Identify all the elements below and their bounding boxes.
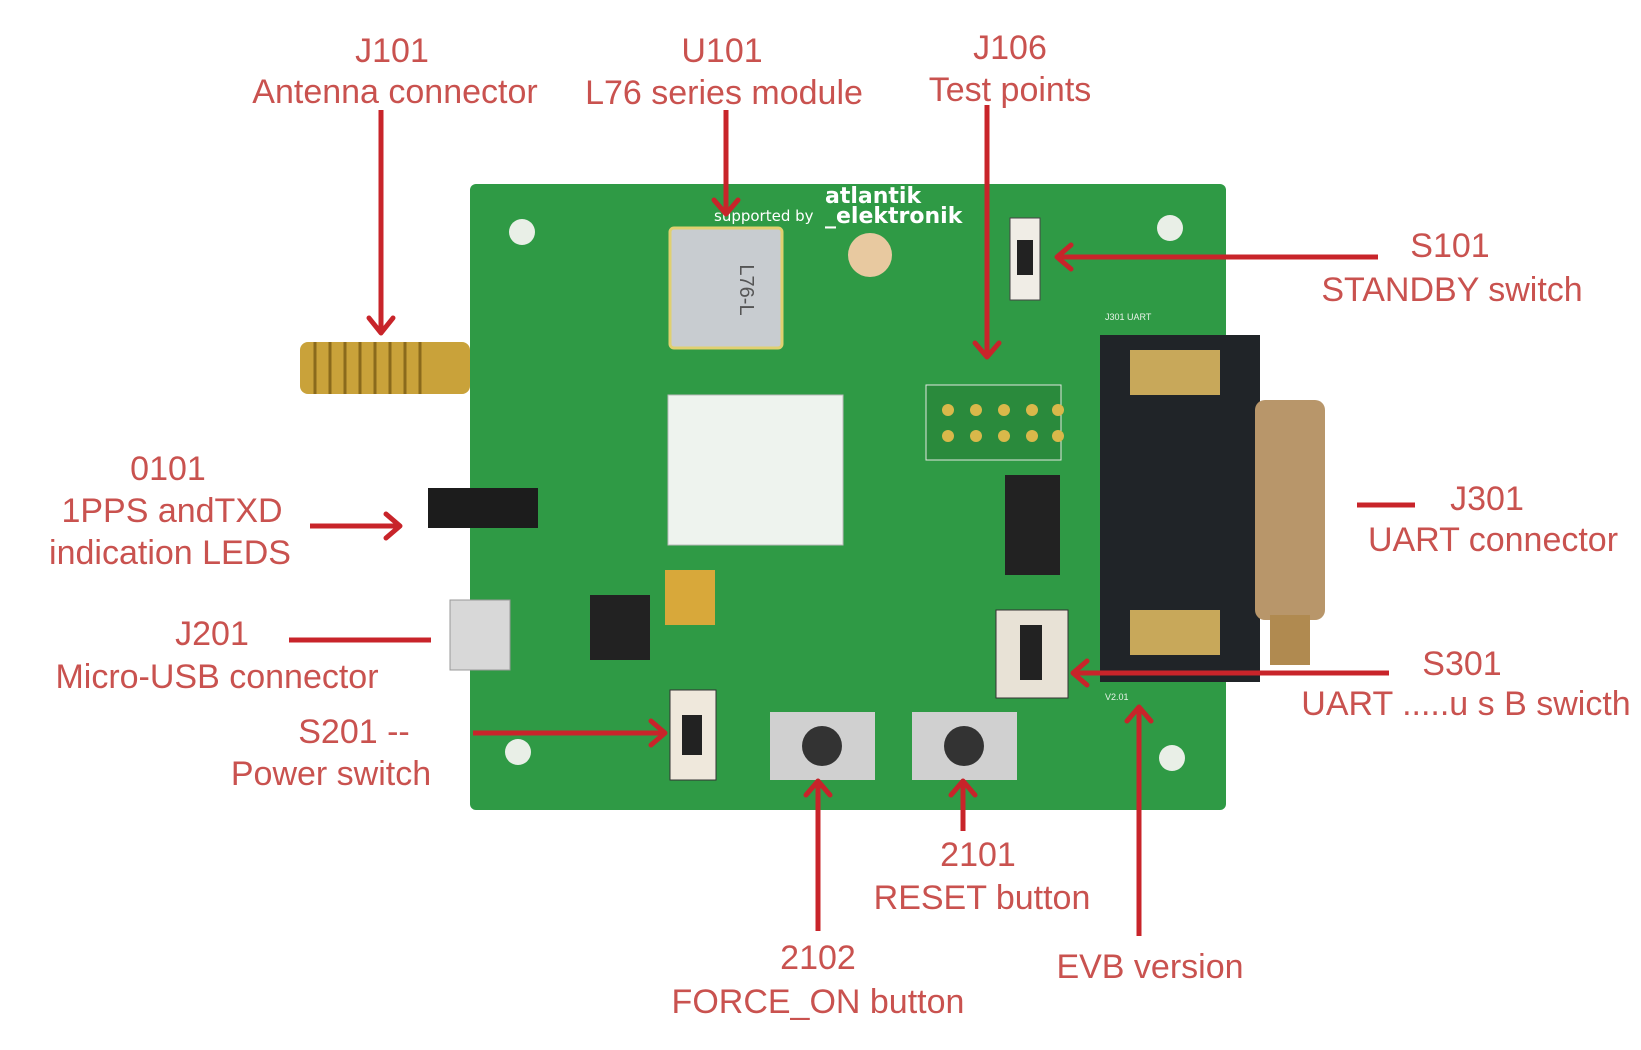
label-j201: J201 Micro-USB connector [55,615,378,696]
label-desc: EVB version [1056,948,1243,986]
label-desc: Antenna connector [252,73,537,111]
label-ref: J301 [1450,480,1524,518]
standby-switch-knob [1017,240,1033,275]
module-marking: L76-L [735,264,757,315]
label-ref: S101 [1410,227,1489,265]
label-ref: 0101 [130,450,206,488]
label-s301: S301 UART .....u s B swicth [1301,645,1630,723]
label-desc: UART .....u s B swicth [1301,685,1630,723]
test-point-header [925,384,1062,461]
label-ref: 2101 [940,836,1016,874]
db9-uart-connector [1100,335,1325,682]
label-desc: 1PPS andTXD [61,492,282,530]
label-desc: RESET button [874,879,1091,917]
uart-usb-switch-knob [1020,625,1042,680]
label-desc: L76 series module [585,74,863,112]
callout-arrows [289,105,1415,936]
label-s101: S101 STANDBY switch [1321,227,1582,309]
logo-brand-line2: _elektronik [825,204,964,229]
label-force-on-button: 2102 FORCE_ON button [672,939,965,1021]
label-ref: U101 [681,32,762,70]
gold-pad [665,570,715,625]
logo-supported-by: supported by [714,207,814,225]
label-desc: STANDBY switch [1321,271,1582,309]
label-desc: FORCE_ON button [672,983,965,1021]
atlantik-logo: supported by atlantik _elektronik [714,184,964,229]
label-ref: S201 -- [298,713,410,751]
mounting-holes [505,215,1185,771]
label-j106: J106 Test points [929,29,1092,109]
shield-can [667,394,844,546]
micro-usb-port [449,599,511,671]
label-ref: 2102 [780,939,856,977]
label-u101: U101 L76 series module [585,32,863,112]
label-desc: UART connector [1368,521,1618,559]
label-ref: J101 [355,32,429,70]
led-header [428,488,538,528]
test-point-pins [942,404,1064,442]
force-on-button-cap [802,726,842,766]
label-desc: indication LEDS [49,534,291,572]
label-evb-version: EVB version [1056,948,1243,986]
label-ref: J106 [973,29,1047,67]
usb-chip [590,595,650,660]
label-s201: S201 -- Power switch [231,713,431,793]
label-j301: J301 UART connector [1368,480,1618,559]
l76-module: L76-L [668,226,784,350]
label-desc: Power switch [231,755,431,793]
logo-brand-line1: atlantik [825,184,922,209]
uart-silkscreen: J301 UART [1105,312,1152,322]
reset-button-cap [944,726,984,766]
label-ref: J201 [175,615,249,653]
label-desc: Test points [929,71,1092,109]
power-switch-knob [682,715,702,755]
label-ref: S301 [1422,645,1501,683]
label-d101: 0101 1PPS andTXD indication LEDS [49,450,291,572]
version-marking: V2.01 [1105,692,1129,702]
backup-battery [848,233,892,277]
uart-chip [1005,475,1060,575]
label-desc: Micro-USB connector [55,658,378,696]
label-j101: J101 Antenna connector [252,32,537,111]
label-reset-button: 2101 RESET button [874,836,1091,917]
